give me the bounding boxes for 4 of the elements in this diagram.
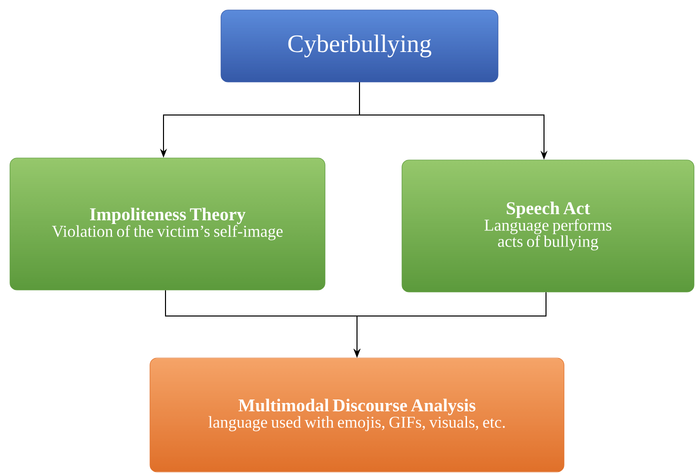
theory-box: Impoliteness Theory Violation of the victim’s self-image <box>10 158 326 290</box>
theory-box: Speech Act Language performs acts of bullying <box>402 160 694 292</box>
topic-box: Cyberbullying <box>220 10 498 82</box>
analysis-box: Multimodal Discourse Analysis language used with emojis, GIFs, visuals, etc. <box>150 358 564 472</box>
